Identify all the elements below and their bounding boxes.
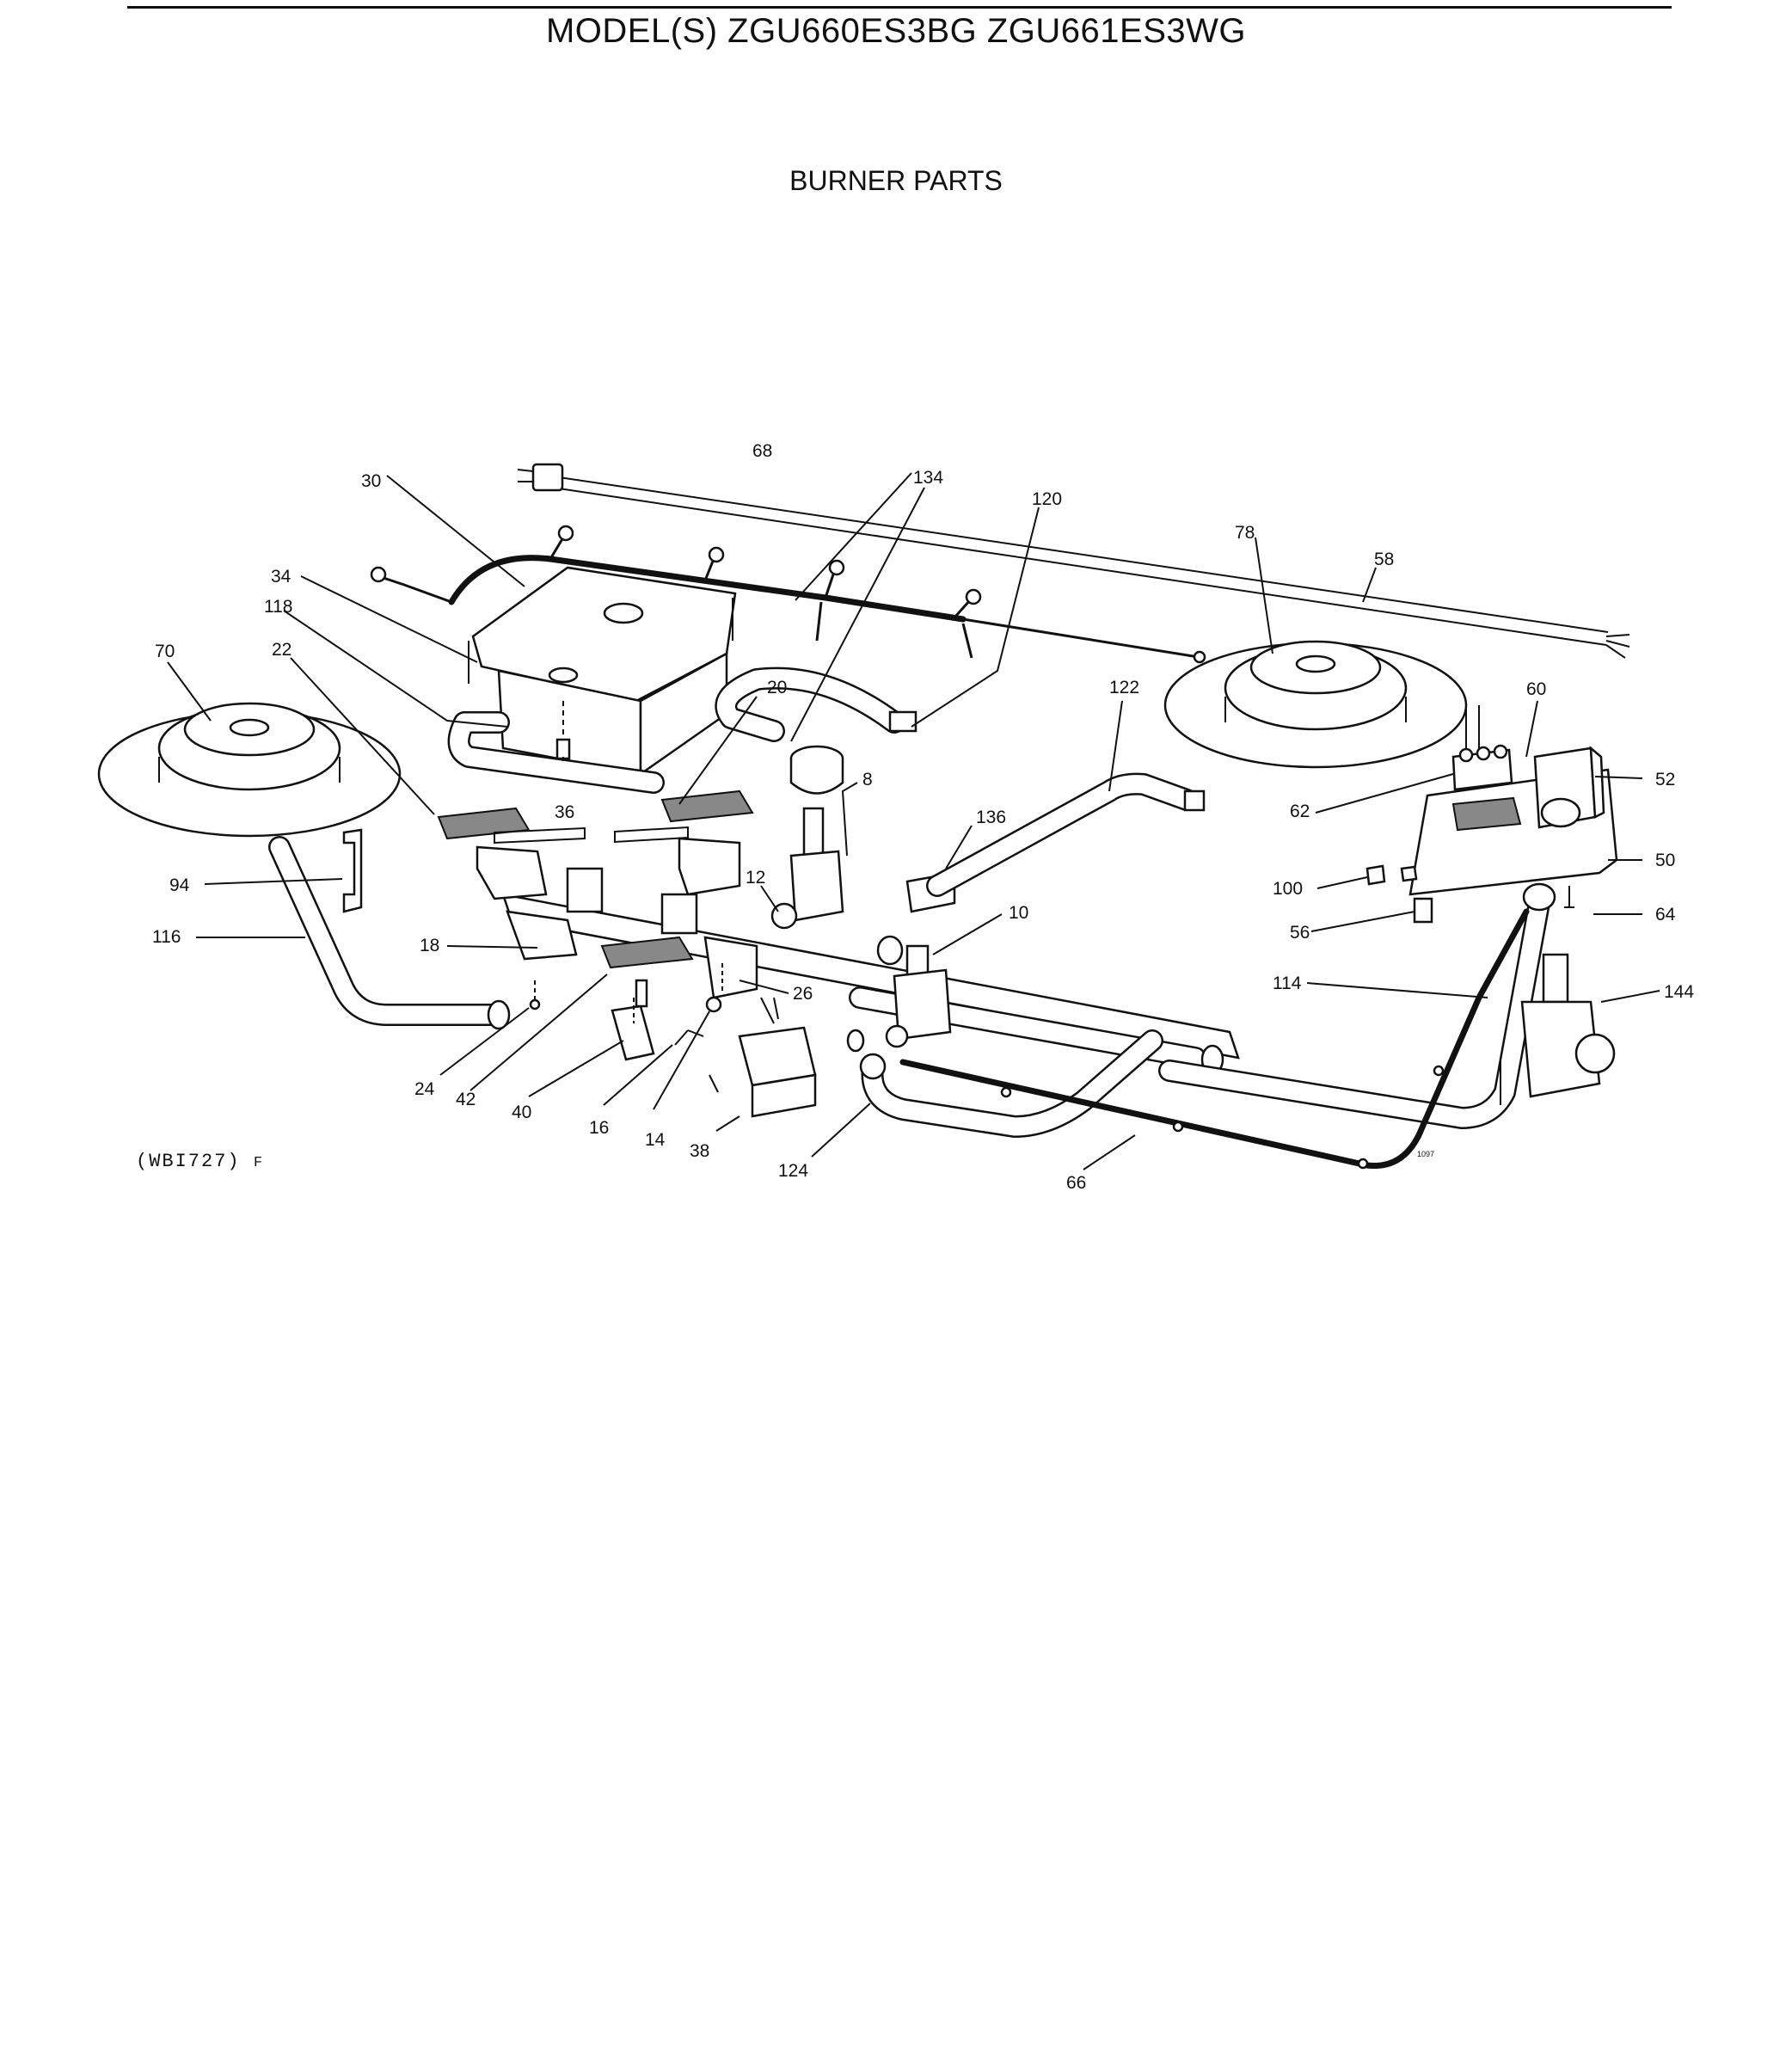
ref-code-text: (WBI727) [136,1151,241,1172]
bracket-94 [342,828,363,913]
callout-16: 16 [589,1118,609,1138]
callout-14: 14 [645,1130,666,1150]
section-title: BURNER PARTS [789,165,1003,196]
lead-66 [899,908,1530,1170]
pad-42 [600,936,694,969]
tube-122 [926,772,1206,897]
left-burner [97,702,402,838]
valve-8 [770,745,844,930]
ignition-parts [611,979,865,1118]
spark-board [1365,705,1618,924]
spark-module [468,566,737,777]
leader-lines [167,472,1660,1170]
wiring-harness [370,525,1206,664]
callout-66: 66 [1066,1173,1086,1193]
callout-144: 144 [1664,982,1694,1002]
valve-10 [876,871,956,1048]
callout-118: 118 [264,597,292,617]
callout-94: 94 [169,875,190,895]
callout-38: 38 [690,1141,709,1161]
callout-12: 12 [746,868,765,888]
callout-42: 42 [456,1090,476,1109]
callout-20: 20 [767,678,787,697]
tube-116 [268,836,511,1030]
callout-78: 78 [1235,523,1255,543]
right-burner [1163,640,1468,769]
callout-124: 124 [778,1161,808,1181]
callout-68: 68 [752,441,772,461]
callout-30: 30 [361,471,381,491]
power-cord [517,463,1630,659]
diagram-reference-code: (WBI727) F [136,1151,264,1172]
callout-116: 116 [152,927,181,947]
callout-120: 120 [1032,489,1062,509]
callout-8: 8 [862,770,873,789]
callout-22: 22 [272,640,292,660]
tube-114 [1158,882,1556,1129]
callout-60: 60 [1526,679,1546,699]
callout-136: 136 [976,808,1006,827]
callout-62: 62 [1290,802,1310,821]
callout-26: 26 [793,984,813,1004]
tube-124 [859,1029,1163,1138]
callout-18: 18 [420,936,439,955]
callout-24: 24 [414,1079,435,1099]
fasteners [529,963,723,1023]
callout-100: 100 [1273,879,1303,899]
callout-56: 56 [1290,923,1310,943]
callout-122: 122 [1109,678,1139,697]
callout-134: 134 [913,468,943,488]
pad-22 [437,807,531,840]
burner-brackets [476,837,758,999]
callout-64: 64 [1655,905,1676,924]
callout-36: 36 [555,802,574,822]
tube-20 [715,666,917,742]
regulator-144 [1500,953,1616,1105]
callout-10: 10 [1009,903,1028,923]
top-rule [127,6,1672,9]
pad-20 [660,789,754,823]
ref-code-suffix: F [253,1155,265,1171]
callout-114: 114 [1273,974,1302,993]
callout-52: 52 [1655,770,1675,789]
model-title: MODEL(S) ZGU660ES3BG ZGU661ES3WG [545,12,1246,50]
callout-40: 40 [512,1103,531,1122]
callout-70: 70 [155,642,175,661]
callout-50: 50 [1655,851,1675,870]
callout-numbers: 68 134 120 30 78 58 34 118 70 22 20 122 … [152,441,1694,1193]
small-mark: 1097 [1417,1150,1434,1158]
callout-58: 58 [1374,550,1394,569]
callout-34: 34 [271,567,292,587]
